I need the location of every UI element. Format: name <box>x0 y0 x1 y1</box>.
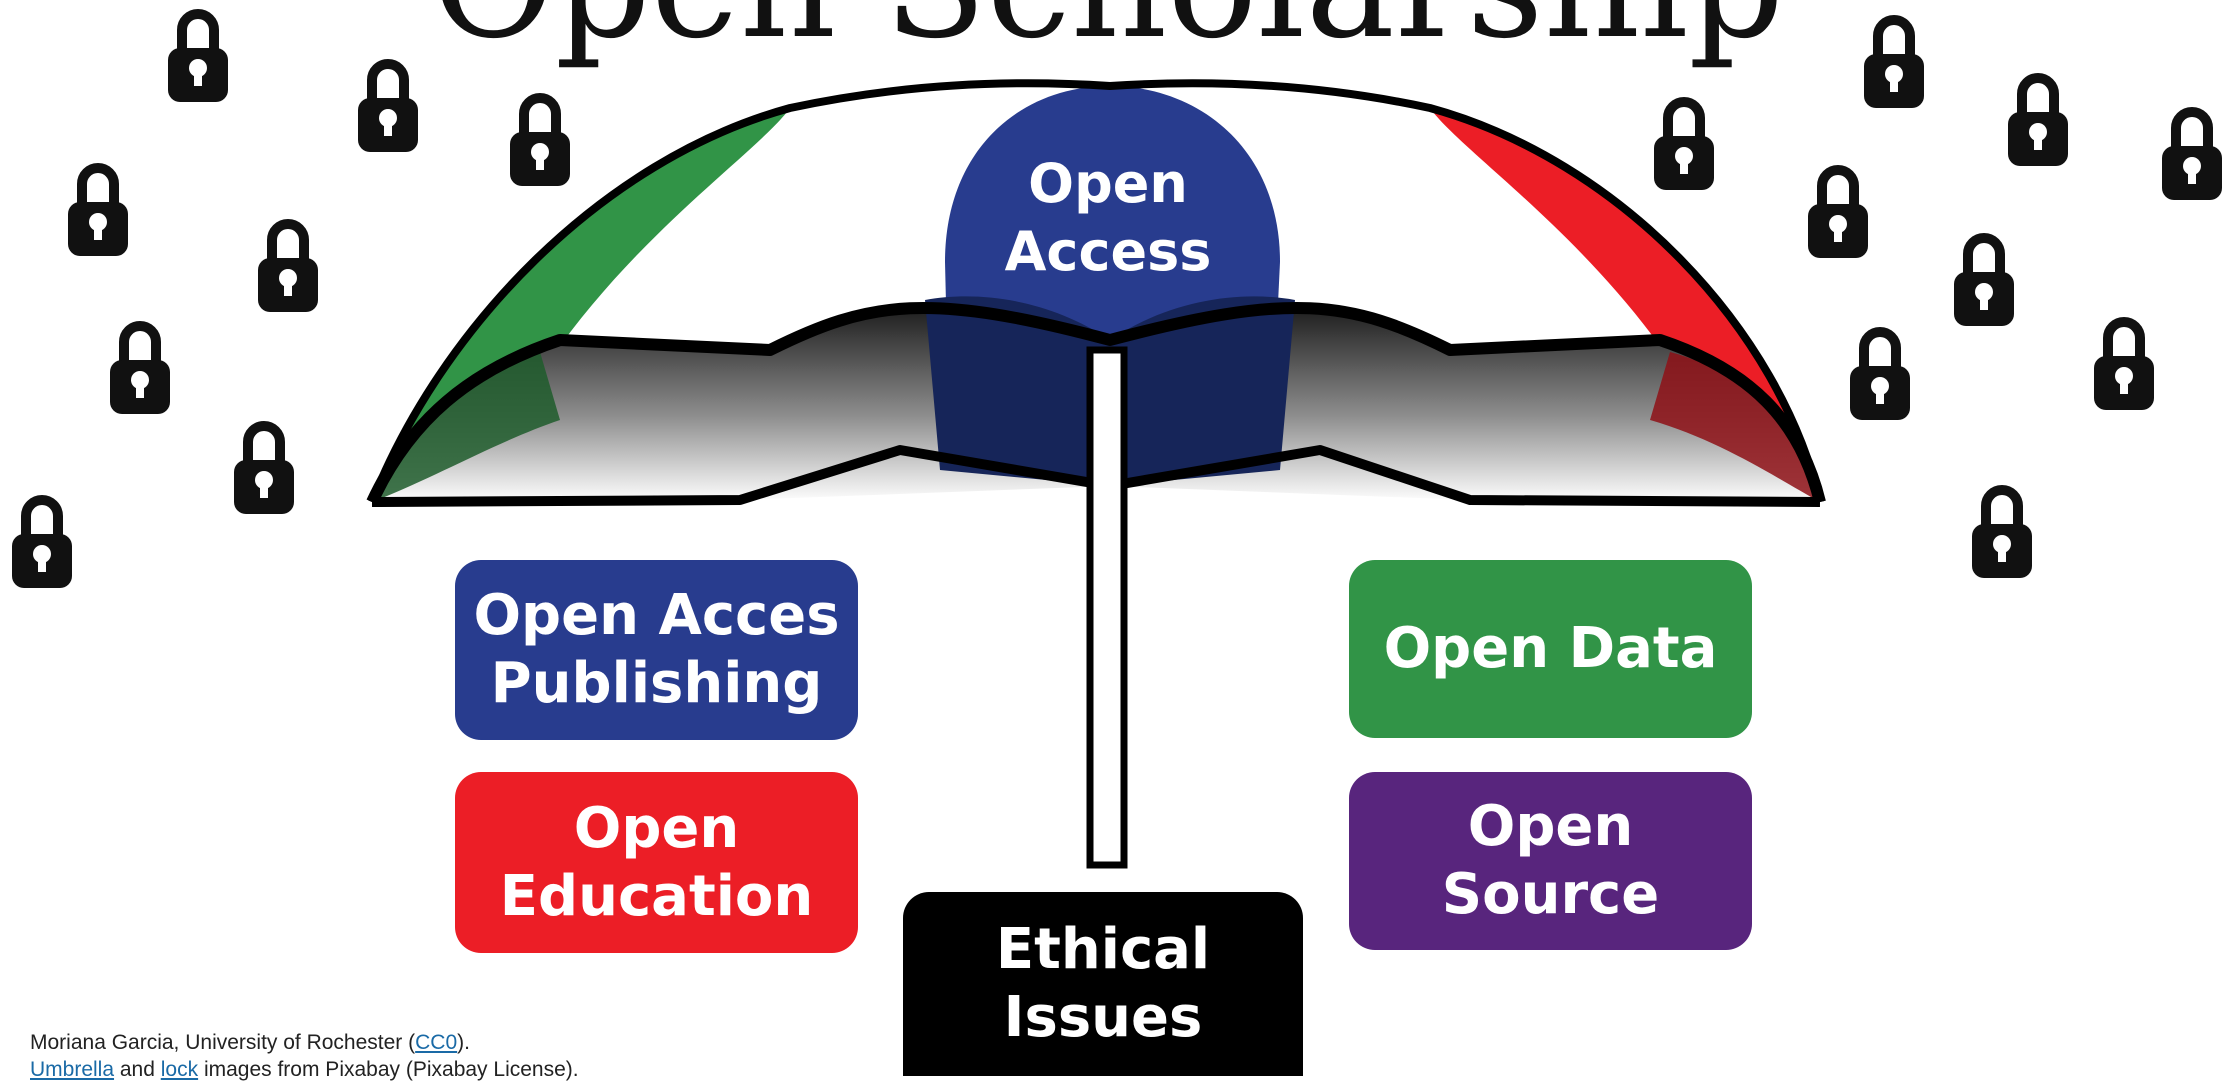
credit-line-1: Moriana Garcia, University of Rochester … <box>30 1031 470 1055</box>
lock-icon <box>12 500 72 588</box>
lock-icon <box>68 168 128 256</box>
lock-image-link[interactable]: lock <box>160 1058 199 1081</box>
credit-line-2: Umbrella and lock images from Pixabay (P… <box>30 1058 579 1082</box>
lock-icon <box>1850 332 1910 420</box>
lock-icon <box>2008 78 2068 166</box>
lock-icon <box>258 224 318 312</box>
box-label-line2: Source <box>1441 862 1660 927</box>
open-source-box: Open Source <box>1349 772 1752 950</box>
lock-icon <box>2162 112 2222 200</box>
lock-icon <box>1654 102 1714 190</box>
umbrella-label-line2: Access <box>1005 220 1212 283</box>
lock-icon <box>2094 322 2154 410</box>
open-education-box: Open Education <box>455 772 858 953</box>
cc0-link[interactable]: CC0 <box>415 1031 458 1054</box>
open-data-box: Open Data <box>1349 560 1752 738</box>
box-label-line2: Education <box>499 863 814 929</box>
ethical-issues-box: Ethical Issues <box>903 892 1303 1076</box>
lock-icon <box>1972 490 2032 578</box>
box-label-line1: Open Acces <box>473 583 840 648</box>
credit-source: images from Pixabay (Pixabay License). <box>198 1058 579 1081</box>
lock-icon <box>510 98 570 186</box>
credit-suffix: ). <box>457 1031 470 1054</box>
lock-icon <box>1954 238 2014 326</box>
open-access-publishing-box: Open Acces Publishing <box>455 560 858 740</box>
box-label-line2: Issues <box>1003 985 1203 1050</box>
box-label-line2: Publishing <box>490 651 823 716</box>
lock-icon <box>1864 20 1924 108</box>
lock-icon <box>358 64 418 152</box>
umbrella-image-link[interactable]: Umbrella <box>30 1058 115 1081</box>
credit-author: Moriana Garcia, University of Rochester … <box>30 1031 416 1054</box>
lock-icon <box>234 426 294 514</box>
box-label-line1: Open <box>573 795 740 861</box>
umbrella-label-line1: Open <box>1028 152 1188 215</box>
lock-icon <box>1808 170 1868 258</box>
lock-icon <box>168 14 228 102</box>
credit-and: and <box>114 1058 161 1081</box>
box-label-line1: Open <box>1467 794 1634 859</box>
diagram-title: Open Scholarship <box>432 0 1784 72</box>
lock-icon <box>110 326 170 414</box>
box-label-line1: Ethical <box>995 917 1211 982</box>
box-label-line1: Open Data <box>1383 616 1718 681</box>
